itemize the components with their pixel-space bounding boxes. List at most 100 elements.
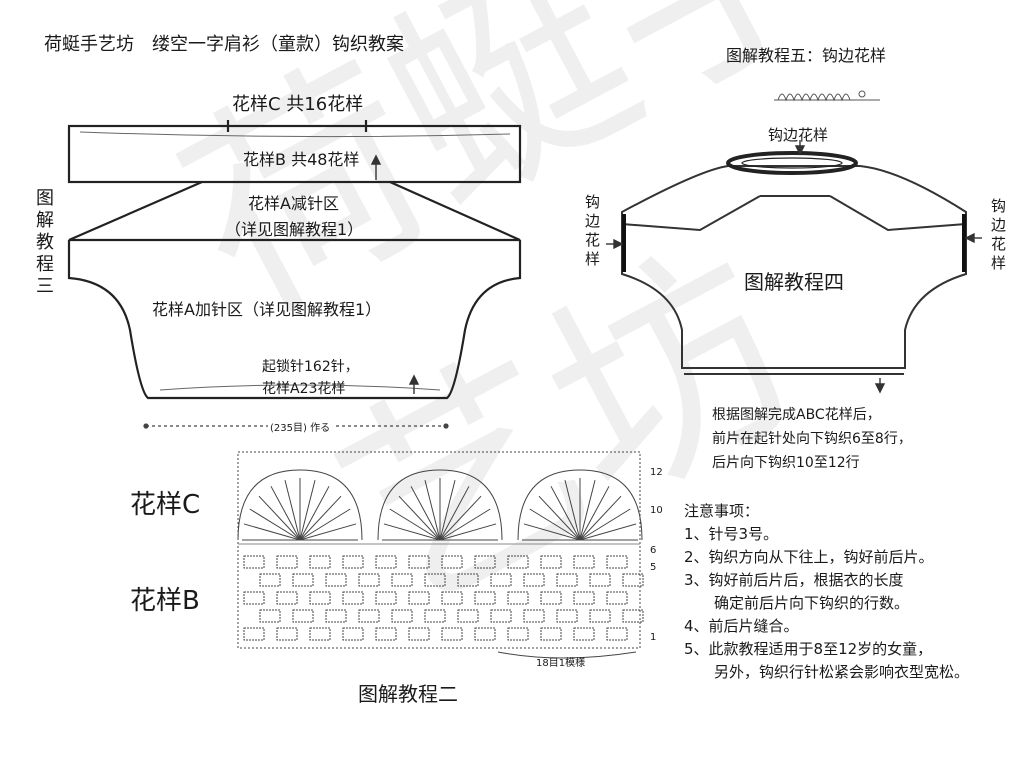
block-stitch bbox=[457, 609, 479, 623]
block-stitch bbox=[523, 609, 545, 623]
tutorial-3-side-label: 图解教程三 bbox=[33, 188, 54, 298]
fan-stitch bbox=[579, 495, 622, 541]
fan-stitch bbox=[550, 486, 581, 541]
block-stitch bbox=[243, 555, 265, 569]
band-rect bbox=[67, 124, 522, 184]
chart-bracket bbox=[497, 651, 637, 659]
block-stitch bbox=[325, 609, 347, 623]
block-stitch bbox=[424, 609, 446, 623]
note-item: 2、钩织方向从下往上，钩好前后片。 bbox=[684, 548, 934, 566]
note-item: 3、钩好前后片后，根据衣的长度 bbox=[684, 571, 904, 589]
block-stitch bbox=[474, 591, 496, 605]
block-stitch bbox=[606, 591, 628, 605]
decrease-zone bbox=[68, 180, 521, 242]
fan-stitch bbox=[258, 495, 301, 541]
block-stitch bbox=[259, 609, 281, 623]
instruction-line-1: 根据图解完成ABC花样后， bbox=[712, 407, 881, 423]
fan-stitch bbox=[284, 479, 301, 541]
fan-stitch bbox=[538, 495, 581, 541]
block-stitch bbox=[556, 609, 578, 623]
note-item: 1、针号3号。 bbox=[684, 525, 779, 543]
block-stitch bbox=[309, 591, 331, 605]
block-stitch bbox=[622, 609, 644, 623]
tutorial-5-title: 图解教程五：钩边花样 bbox=[726, 46, 887, 65]
notes-heading: 注意事项： bbox=[684, 502, 760, 520]
fan-stitch bbox=[410, 486, 441, 541]
fan-stitch bbox=[439, 486, 470, 541]
measure-label: (235目) 作る bbox=[270, 423, 331, 434]
block-stitch bbox=[408, 591, 430, 605]
block-stitch bbox=[243, 591, 265, 605]
block-stitch bbox=[606, 627, 628, 641]
fan-stitch bbox=[299, 479, 316, 541]
fan-stitch bbox=[564, 479, 581, 541]
tutorial-2-caption: 图解教程二 bbox=[358, 682, 458, 706]
row-label-5: 5 bbox=[650, 562, 657, 573]
block-stitch bbox=[573, 627, 595, 641]
block-stitch bbox=[276, 555, 298, 569]
notes-block: 注意事项： 1、针号3号。 2、钩织方向从下往上，钩好前后片。 3、钩好前后片后… bbox=[684, 500, 969, 684]
block-stitch bbox=[589, 609, 611, 623]
increase-label: 花样A加针区（详见图解教程1） bbox=[152, 300, 382, 319]
block-stitch bbox=[589, 573, 611, 587]
fan-stitch bbox=[579, 479, 596, 541]
block-stitch bbox=[556, 573, 578, 587]
block-stitch bbox=[259, 573, 281, 587]
block-stitch bbox=[342, 555, 364, 569]
fan-stitch bbox=[249, 508, 301, 541]
edge-label-right: 钩边花样 bbox=[989, 198, 1007, 274]
fan-stitch bbox=[424, 479, 441, 541]
block-stitch bbox=[474, 555, 496, 569]
block-stitch bbox=[243, 627, 265, 641]
block-stitch bbox=[408, 555, 430, 569]
start-chain-label: 起锁针162针， bbox=[262, 359, 359, 375]
left-garment-outline bbox=[67, 120, 522, 400]
row-label-12: 12 bbox=[650, 467, 663, 478]
block-stitch bbox=[375, 591, 397, 605]
block-stitch bbox=[474, 627, 496, 641]
block-stitch bbox=[408, 627, 430, 641]
block-stitch bbox=[606, 555, 628, 569]
block-stitch bbox=[325, 573, 347, 587]
fan-arc bbox=[517, 469, 643, 541]
fan-stitch bbox=[299, 523, 357, 541]
block-stitch bbox=[424, 573, 446, 587]
pattern-c-chart-label: 花样C bbox=[130, 490, 201, 520]
block-stitch bbox=[358, 609, 380, 623]
fan-stitch bbox=[439, 495, 482, 541]
block-stitch bbox=[573, 591, 595, 605]
fan-stitch bbox=[299, 495, 342, 541]
block-stitch bbox=[523, 573, 545, 587]
block-stitch bbox=[342, 591, 364, 605]
instruction-line-2: 前片在起针处向下钩织6至8行， bbox=[712, 431, 912, 447]
fan-stitch bbox=[383, 523, 441, 541]
note-item: 5、此款教程适用于8至12岁的女童， bbox=[684, 640, 933, 658]
instruction-line-3: 后片向下钩织10至12行 bbox=[712, 455, 860, 471]
fan-stitch bbox=[299, 486, 330, 541]
repeat-label: 18目1模様 bbox=[536, 658, 586, 669]
fan-stitch bbox=[579, 486, 610, 541]
block-stitch bbox=[540, 591, 562, 605]
decrease-detail: （详见图解教程1） bbox=[225, 220, 364, 239]
pattern-c-label: 花样C 共16花样 bbox=[232, 94, 364, 115]
block-stitch bbox=[375, 627, 397, 641]
block-stitch bbox=[375, 555, 397, 569]
block-stitch bbox=[358, 573, 380, 587]
block-stitch bbox=[276, 591, 298, 605]
fan-stitch bbox=[270, 486, 301, 541]
right-garment-outline bbox=[621, 165, 967, 375]
crochet-chart bbox=[237, 451, 644, 649]
block-stitch bbox=[457, 573, 479, 587]
block-stitch bbox=[391, 573, 413, 587]
decrease-label: 花样A减针区 bbox=[248, 194, 339, 213]
fan-stitch bbox=[398, 495, 441, 541]
fan-stitch bbox=[389, 508, 441, 541]
fan-stitch bbox=[243, 523, 301, 541]
block-stitch bbox=[507, 591, 529, 605]
start-pattern-label: 花样A23花样 bbox=[262, 381, 346, 397]
pattern-b-label: 花样B 共48花样 bbox=[243, 150, 360, 169]
fan-stitch bbox=[299, 508, 351, 541]
block-stitch bbox=[573, 555, 595, 569]
block-stitch bbox=[391, 609, 413, 623]
